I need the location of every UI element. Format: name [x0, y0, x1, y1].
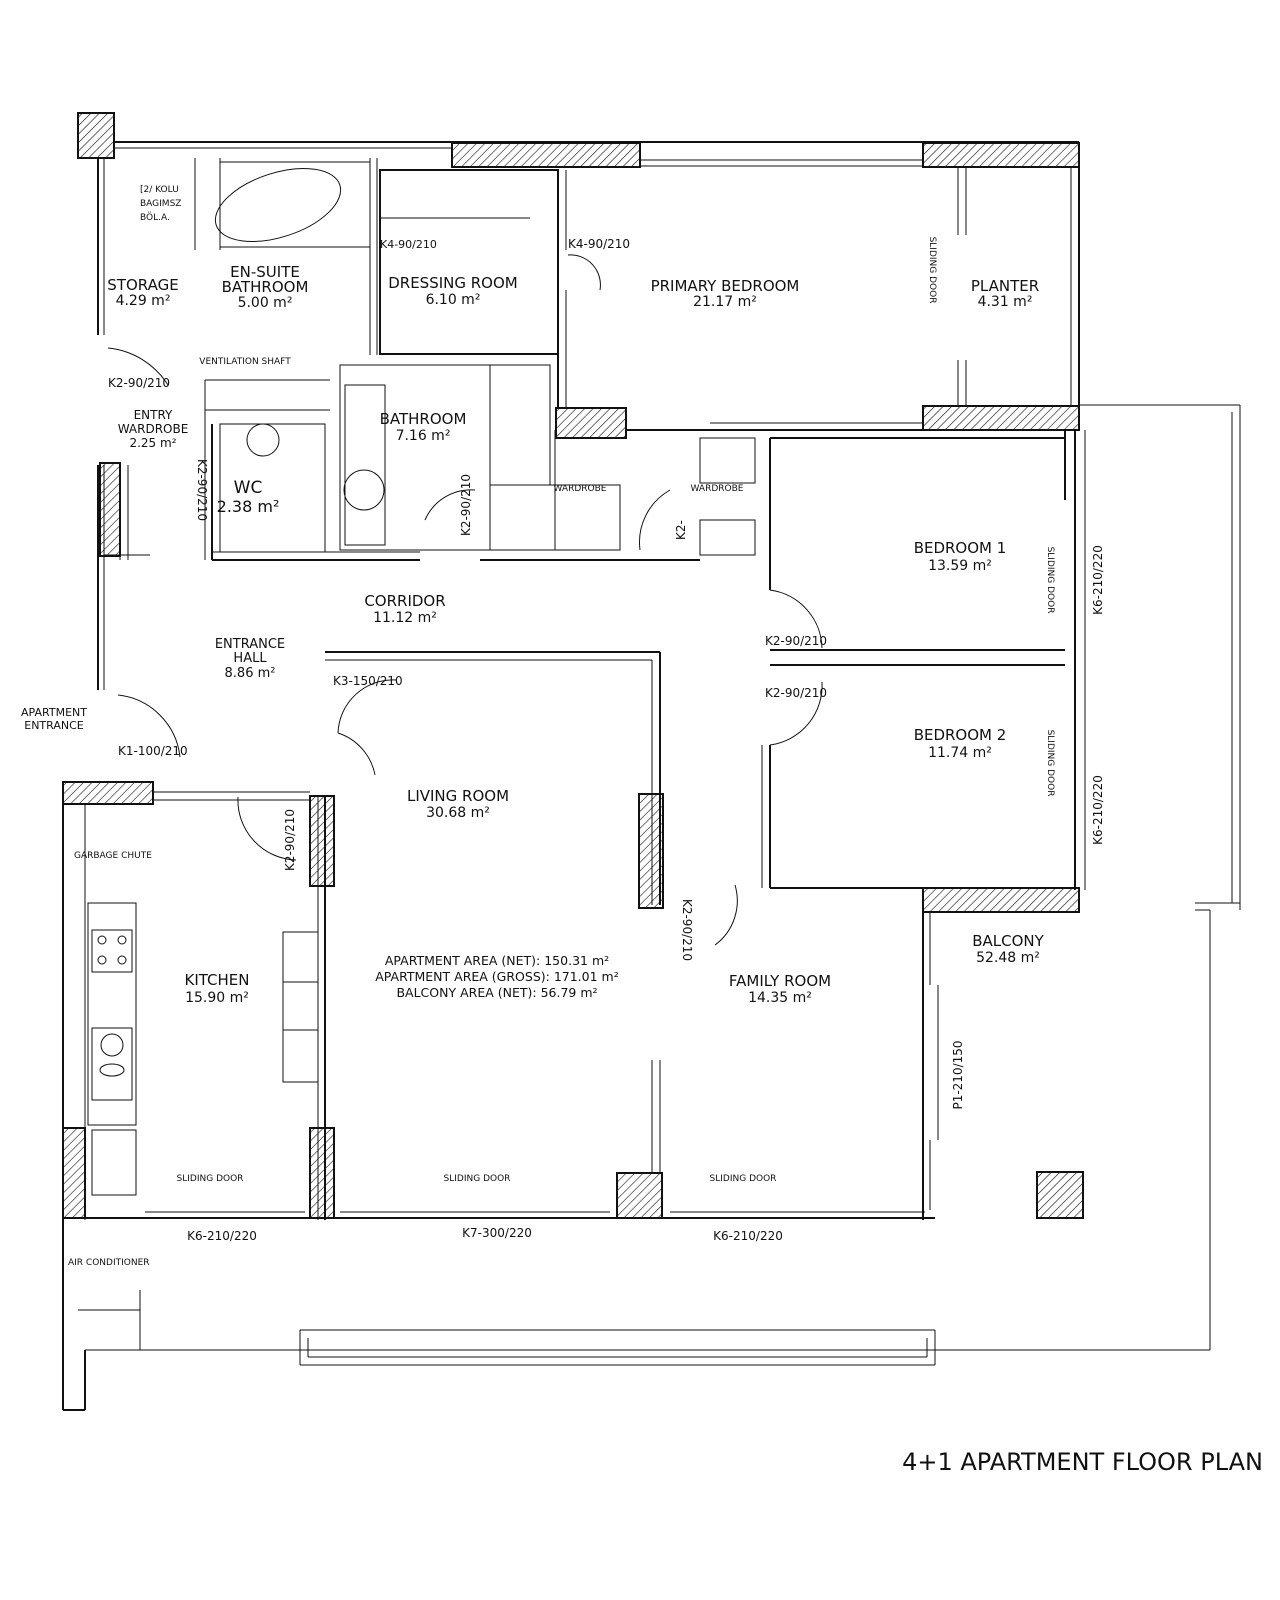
door-tag-k6-family: K6-210/220	[713, 1229, 783, 1243]
room-storage-area: 4.29 m²	[116, 293, 171, 309]
room-bedroom2-area: 11.74 m²	[928, 745, 992, 761]
label-sliding-primary: SLIDING DOOR	[927, 237, 937, 304]
room-entry-wardrobe-area: 2.25 m²	[129, 436, 176, 450]
beam-top-right	[922, 142, 1080, 168]
column-living-left	[309, 795, 335, 887]
room-storage-name: STORAGE	[107, 276, 178, 294]
room-bedroom1-area: 13.59 m²	[928, 558, 992, 574]
door-tag-k2-bath: K2-90/210	[459, 474, 473, 536]
door-tag-k2-bedroom2: K2-90/210	[765, 686, 827, 700]
label-sliding-bedroom2: SLIDING DOOR	[1045, 730, 1055, 797]
storage-note-2: BAGIMSZ	[140, 199, 181, 209]
room-ensuite-name-2: BATHROOM	[222, 278, 309, 296]
door-tag-k7-living: K7-300/220	[462, 1226, 532, 1240]
room-ensuite-name-1: EN-SUITE	[230, 263, 300, 281]
label-sliding-kitchen: SLIDING DOOR	[177, 1174, 244, 1184]
beam-bedroom2-bottom	[922, 887, 1080, 913]
storage-note-1: [2/ KOLU	[140, 185, 179, 195]
door-tag-p1-family: P1-210/150	[951, 1040, 965, 1109]
column-kitchen-bottom	[62, 1127, 86, 1219]
storage-note-3: BÖL.A.	[140, 212, 170, 223]
walls	[62, 141, 1241, 1411]
label-sliding-family: SLIDING DOOR	[710, 1174, 777, 1184]
door-tag-k6-kitchen: K6-210/220	[187, 1229, 257, 1243]
door-tags: K4-90/210 K4-90/210 K2-90/210 K2-90/210 …	[108, 237, 1105, 1243]
door-tag-k2-entry: K2-90/210	[108, 376, 170, 390]
room-family-area: 14.35 m²	[748, 990, 812, 1006]
summary-gross: APARTMENT AREA (GROSS): 171.01 m²	[375, 969, 618, 984]
plan-title: 4+1 APARTMENT FLOOR PLAN	[902, 1448, 1263, 1476]
label-ventilation: VENTILATION SHAFT	[199, 357, 291, 367]
door-tag-k1-entrance: K1-100/210	[118, 744, 188, 758]
column-wardrobe	[555, 407, 627, 439]
room-kitchen-name: KITCHEN	[185, 971, 250, 989]
label-wardrobe-left: WARDROBE	[554, 484, 607, 494]
column-entry-wardrobe	[99, 462, 121, 557]
room-entrance-hall-name-2: HALL	[233, 651, 267, 666]
room-bathroom-area: 7.16 m²	[396, 428, 451, 444]
room-labels: STORAGE 4.29 m² EN-SUITE BATHROOM 5.00 m…	[107, 263, 1044, 1006]
room-kitchen-area: 15.90 m²	[185, 990, 249, 1006]
room-bedroom1-name: BEDROOM 1	[914, 539, 1007, 557]
room-planter-name: PLANTER	[971, 277, 1039, 295]
column-living-bottom-left	[309, 1127, 335, 1219]
room-living-area: 30.68 m²	[426, 805, 490, 821]
room-planter-area: 4.31 m²	[978, 294, 1033, 310]
door-tag-k2-family: K2-90/210	[680, 899, 694, 961]
column-kitchen-top	[62, 781, 154, 805]
room-wc-name: WC	[234, 478, 263, 498]
column-top-left	[77, 112, 115, 159]
label-apartment-entrance-2: ENTRANCE	[24, 719, 84, 732]
room-living-name: LIVING ROOM	[407, 787, 509, 805]
room-balcony-area: 52.48 m²	[976, 950, 1040, 966]
beam-bedroom1-top	[922, 405, 1080, 431]
room-wc-area: 2.38 m²	[217, 497, 280, 516]
label-air-conditioner: AIR CONDITIONER	[68, 1258, 150, 1268]
door-tag-k2-kitchen: K2-90/210	[283, 809, 297, 871]
room-entrance-hall-area: 8.86 m²	[225, 666, 276, 681]
room-entrance-hall-name-1: ENTRANCE	[215, 637, 285, 652]
label-garbage-chute: GARBAGE CHUTE	[74, 851, 152, 861]
room-entry-wardrobe-name-2: WARDROBE	[118, 422, 189, 436]
label-sliding-living: SLIDING DOOR	[444, 1174, 511, 1184]
room-dressing-name: DRESSING ROOM	[388, 274, 518, 292]
room-ensuite-area: 5.00 m²	[238, 295, 293, 311]
door-tag-k3-living: K3-150/210	[333, 674, 403, 688]
door-tag-k2-wc: K2-90/210	[195, 459, 209, 521]
door-tag-k2-corridor: K2-	[674, 520, 688, 540]
door-swings	[107, 254, 823, 946]
room-family-name: FAMILY ROOM	[729, 972, 831, 990]
label-sliding-bedroom1: SLIDING DOOR	[1045, 547, 1055, 614]
room-bathroom-name: BATHROOM	[380, 410, 467, 428]
label-wardrobe-right: WARDROBE	[691, 484, 744, 494]
room-corridor-area: 11.12 m²	[373, 610, 437, 626]
room-bedroom2-name: BEDROOM 2	[914, 726, 1007, 744]
beam-top-center	[451, 142, 641, 168]
door-tag-k2-bedroom1: K2-90/210	[765, 634, 827, 648]
column-balcony	[1036, 1171, 1084, 1219]
room-corridor-name: CORRIDOR	[364, 592, 445, 610]
room-entry-wardrobe-name-1: ENTRY	[134, 408, 173, 422]
small-labels: VENTILATION SHAFT WARDROBE WARDROBE GARB…	[21, 185, 1055, 1268]
room-dressing-area: 6.10 m²	[426, 292, 481, 308]
door-tag-k6-bedroom1: K6-210/220	[1091, 545, 1105, 615]
label-apartment-entrance-1: APARTMENT	[21, 706, 87, 719]
summary-balcony: BALCONY AREA (NET): 56.79 m²	[396, 985, 597, 1000]
door-tag-k4-primary: K4-90/210	[568, 237, 630, 251]
room-primary-area: 21.17 m²	[693, 294, 757, 310]
room-balcony-name: BALCONY	[972, 932, 1044, 950]
room-primary-name: PRIMARY BEDROOM	[651, 277, 800, 295]
door-tag-k4-dressing: K4-90/210	[380, 238, 437, 251]
door-tag-k6-bedroom2: K6-210/220	[1091, 775, 1105, 845]
column-living-bottom-right	[616, 1172, 663, 1219]
area-summary: APARTMENT AREA (NET): 150.31 m² APARTMEN…	[375, 953, 618, 1000]
summary-net: APARTMENT AREA (NET): 150.31 m²	[385, 953, 609, 968]
